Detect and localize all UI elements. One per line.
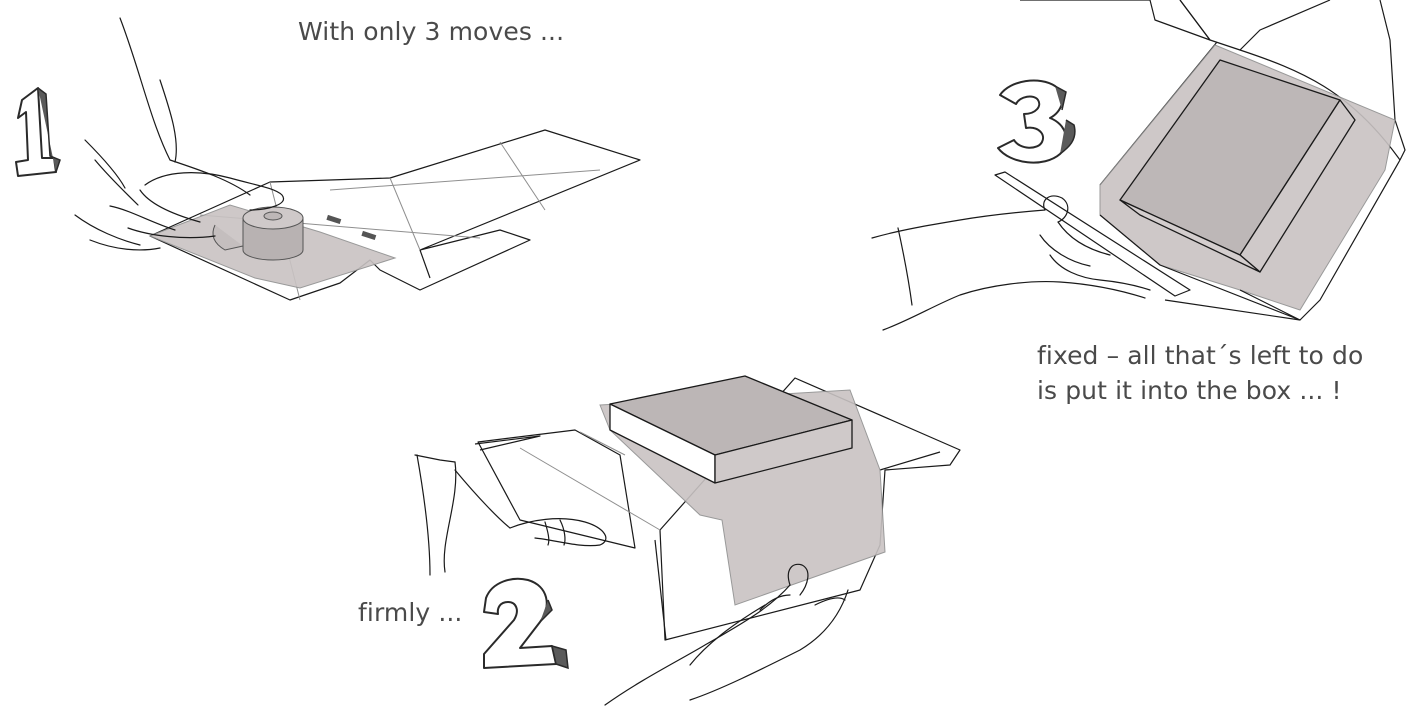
caption-step-3-line-2: is put it into the box ... ! <box>1037 373 1417 408</box>
step-3-illustration: 3 <box>0 0 1405 330</box>
caption-step-2: firmly ... <box>358 595 462 630</box>
step-number-1-badge: 1 <box>0 0 60 176</box>
caption-step-3-line-1: fixed – all that´s left to do <box>1037 338 1417 373</box>
step-2-illustration: 2 <box>0 0 960 705</box>
step-number-2-badge: 2 <box>0 0 568 668</box>
caption-intro: With only 3 moves ... <box>298 14 564 49</box>
caption-step-3: fixed – all that´s left to do is put it … <box>1037 338 1417 408</box>
